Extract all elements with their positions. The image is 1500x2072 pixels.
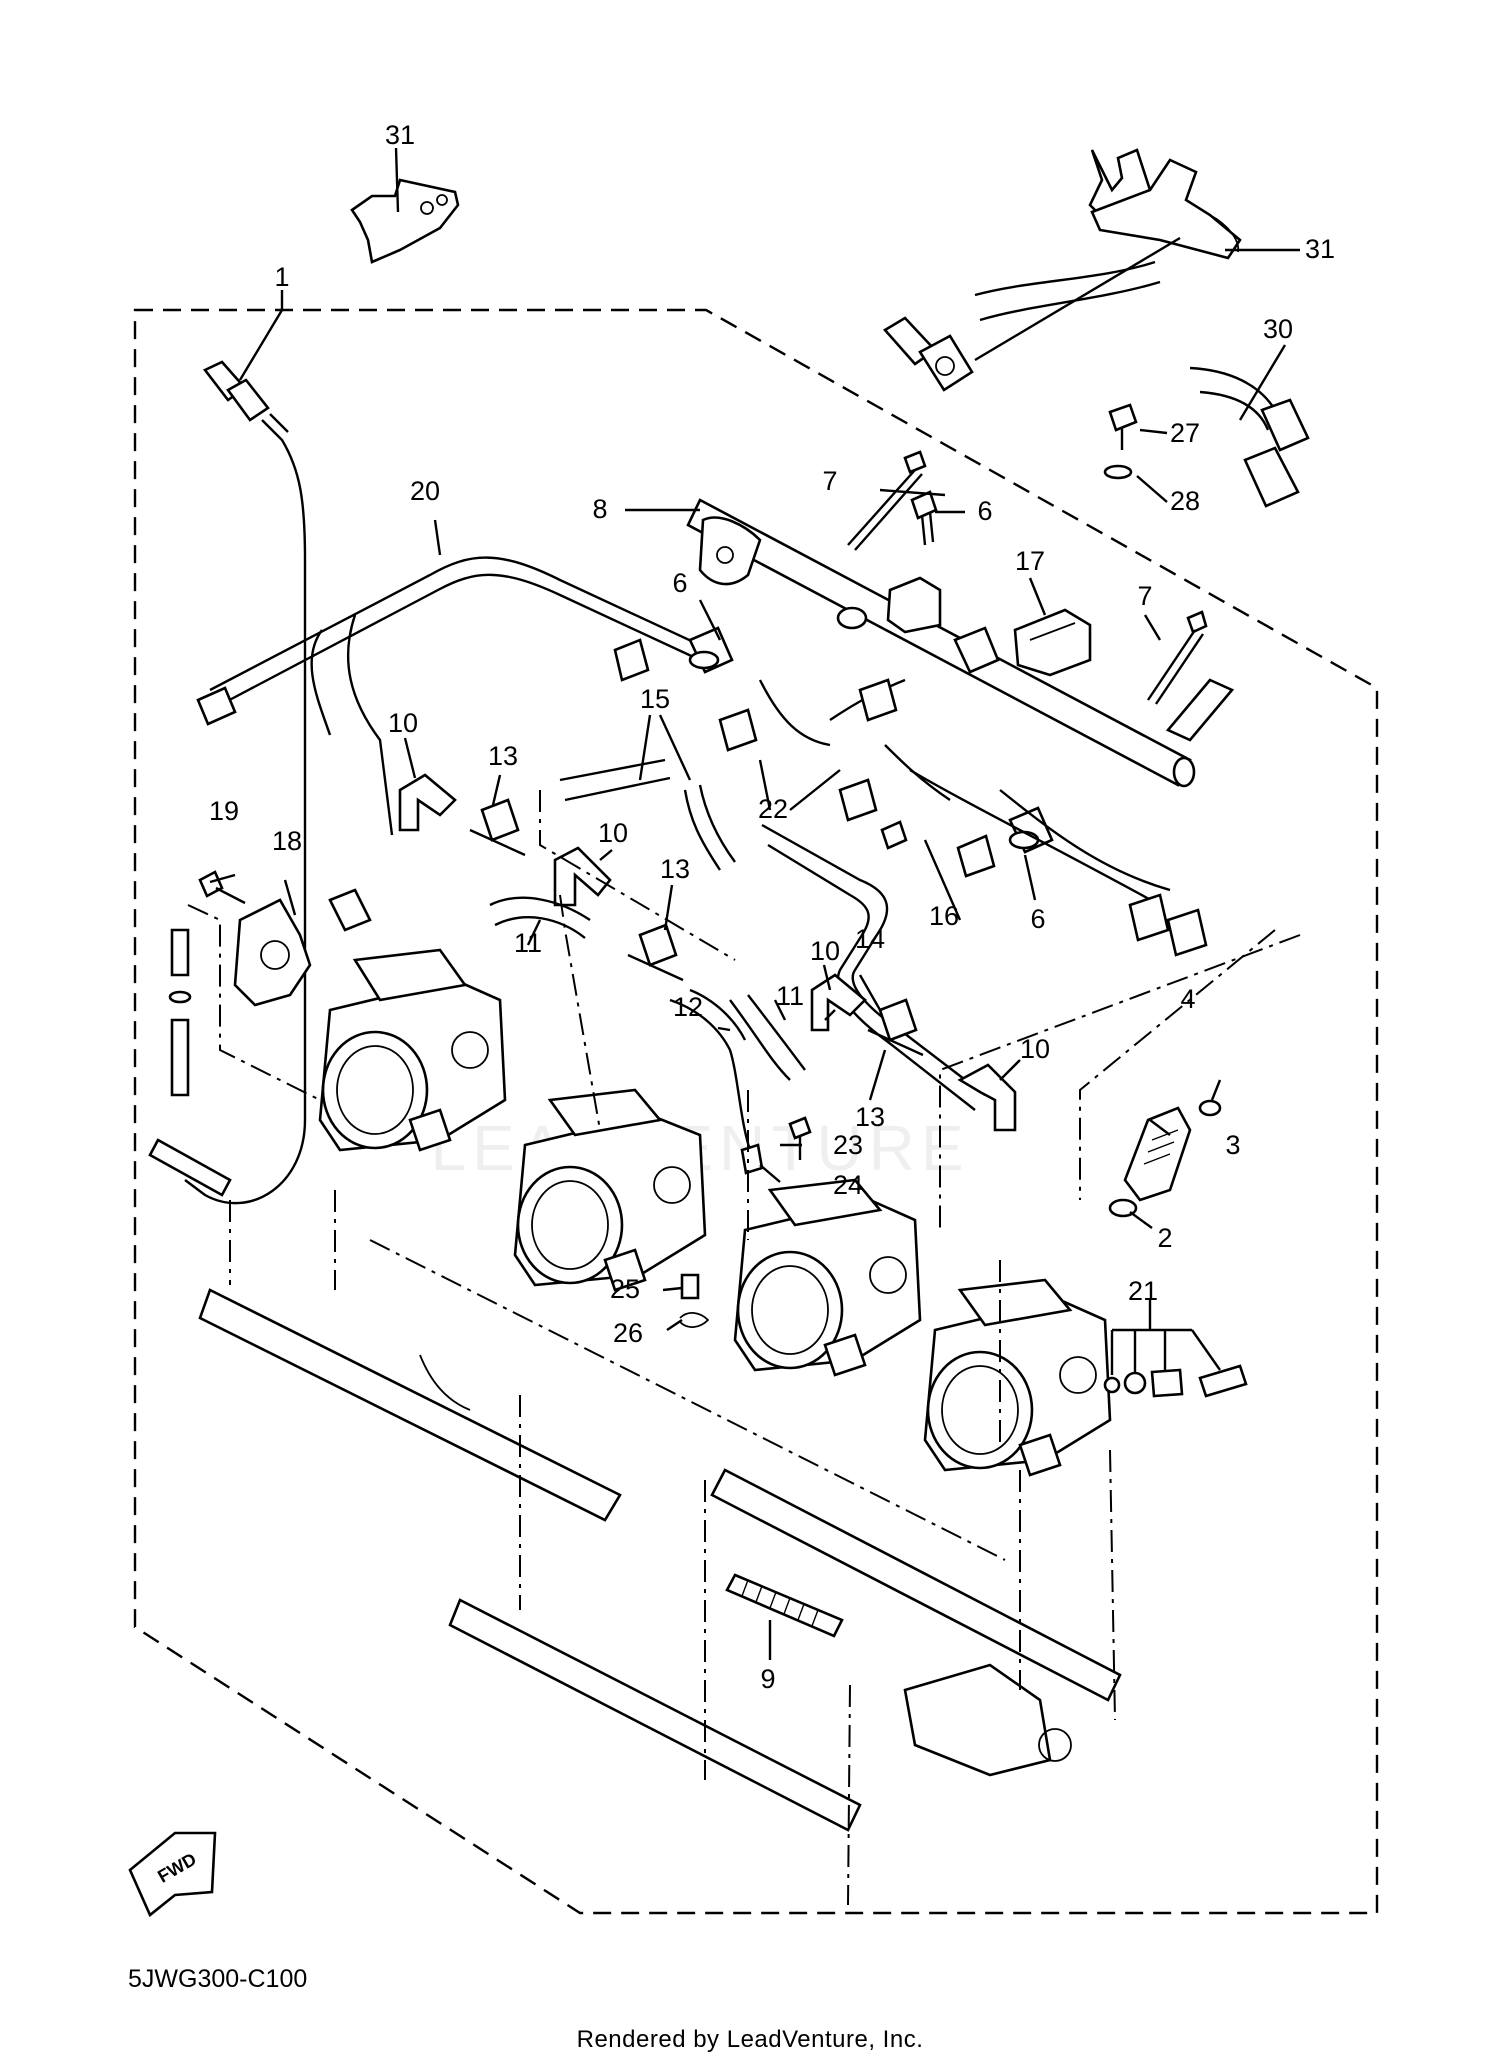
seal-2	[1108, 1198, 1138, 1218]
callout-28: 28	[1170, 486, 1200, 516]
callout-6-upper: 6	[672, 568, 687, 598]
callout-9: 9	[760, 1664, 775, 1694]
linkage-bar-left	[198, 1288, 622, 1522]
callout-26: 26	[613, 1318, 643, 1348]
callout-29: 31	[385, 120, 415, 150]
grommet-6-upper	[688, 626, 734, 674]
leader-lines	[209, 147, 1300, 1660]
clip-16	[880, 820, 908, 850]
hose-14	[761, 823, 986, 1111]
assembly-boundary	[133, 308, 1379, 1915]
screw-set-21	[1103, 1364, 1248, 1398]
callout-27: 27	[1170, 418, 1200, 448]
linkage-bar-lower	[448, 1598, 862, 1832]
sensor-1	[184, 360, 307, 1205]
o-ring-4	[1198, 1099, 1222, 1117]
callouts: 31 1 31 30 27 28 7 6 8 20 6 17 7 15 10 1…	[209, 120, 1335, 1694]
throttle-stop-stack	[148, 928, 232, 1197]
bracket-29	[350, 178, 460, 264]
callout-13-c: 13	[855, 1102, 885, 1132]
elbow-10-b	[553, 846, 612, 907]
throttle-body-1	[318, 948, 507, 1152]
callout-20: 20	[410, 476, 440, 506]
throttle-body-3	[733, 1178, 922, 1377]
throttle-sensor-18	[233, 888, 372, 1007]
clamp-31	[1088, 148, 1242, 260]
callout-21: 21	[1128, 1276, 1158, 1306]
hose-11-a	[489, 896, 591, 939]
callout-19: 19	[209, 796, 239, 826]
callout-14: 14	[855, 924, 885, 954]
callout-3: 3	[1225, 1130, 1240, 1160]
screw-19	[198, 870, 246, 905]
callout-6-lower: 6	[1030, 904, 1045, 934]
callout-2: 2	[1157, 1223, 1172, 1253]
callout-22: 22	[758, 794, 788, 824]
screw-23	[788, 1116, 812, 1160]
callout-11-b: 11	[776, 981, 804, 1011]
bolt-27	[1108, 403, 1138, 450]
throttle-body-2	[513, 1088, 707, 1292]
callout-12: 12	[673, 992, 703, 1022]
pressure-regulator-17	[1013, 608, 1092, 677]
clip-26	[679, 1312, 710, 1328]
joint-13-a	[469, 798, 526, 857]
fuel-hose-30	[882, 236, 1310, 508]
harness-20	[196, 556, 701, 836]
elbow-10-d	[957, 1063, 1017, 1132]
idle-actuator	[903, 1663, 1072, 1777]
spring-9	[725, 1573, 844, 1638]
callout-7-upper: 7	[822, 466, 837, 496]
callout-11-a: 11	[514, 928, 542, 958]
callout-24: 24	[833, 1170, 863, 1200]
callout-15: 15	[640, 684, 670, 714]
injector-3	[1123, 1106, 1192, 1202]
bolt-7-right	[1147, 610, 1235, 742]
hose-12	[669, 988, 752, 1151]
bolt-5	[910, 490, 938, 546]
bolt-7-upper	[847, 450, 927, 551]
callout-18: 18	[272, 826, 302, 856]
callout-17: 17	[1015, 546, 1045, 576]
callout-10-c: 10	[810, 936, 840, 966]
callout-5: 6	[977, 496, 992, 526]
elbow-10-a	[398, 773, 457, 832]
rendered-by-footer: Rendered by LeadVenture, Inc.	[576, 2026, 924, 2053]
sub-harness-22	[613, 638, 1208, 957]
callout-13-b: 13	[660, 854, 690, 884]
linkage-bar-right	[710, 1468, 1122, 1702]
washer-28	[1103, 464, 1133, 480]
callout-10-b: 10	[598, 818, 628, 848]
callout-7-right: 7	[1137, 581, 1152, 611]
joint-13-c	[867, 998, 924, 1057]
callout-25: 25	[610, 1274, 640, 1304]
cap-25	[680, 1273, 700, 1300]
callout-30: 30	[1263, 314, 1293, 344]
callout-10-a: 10	[388, 708, 418, 738]
diagram-code: 5JWG300-C100	[128, 1965, 308, 1993]
elbow-10-c	[810, 973, 867, 1032]
callout-10-d: 10	[1020, 1034, 1050, 1064]
callout-23: 23	[833, 1130, 863, 1160]
callout-8: 8	[592, 494, 607, 524]
callout-1: 1	[274, 262, 289, 292]
callout-31: 31	[1305, 234, 1335, 264]
callout-4: 4	[1180, 984, 1195, 1014]
spring-24	[740, 1143, 764, 1175]
hose-15	[559, 758, 736, 871]
callout-16: 16	[929, 901, 959, 931]
fwd-arrow	[128, 1831, 217, 1918]
throttle-body-4	[923, 1278, 1112, 1477]
joint-13-b	[627, 923, 684, 982]
fuel-rail-8	[686, 498, 1196, 788]
alignment-lines	[187, 790, 1301, 1906]
hose-11-b	[729, 994, 806, 1081]
callout-13-a: 13	[488, 741, 518, 771]
